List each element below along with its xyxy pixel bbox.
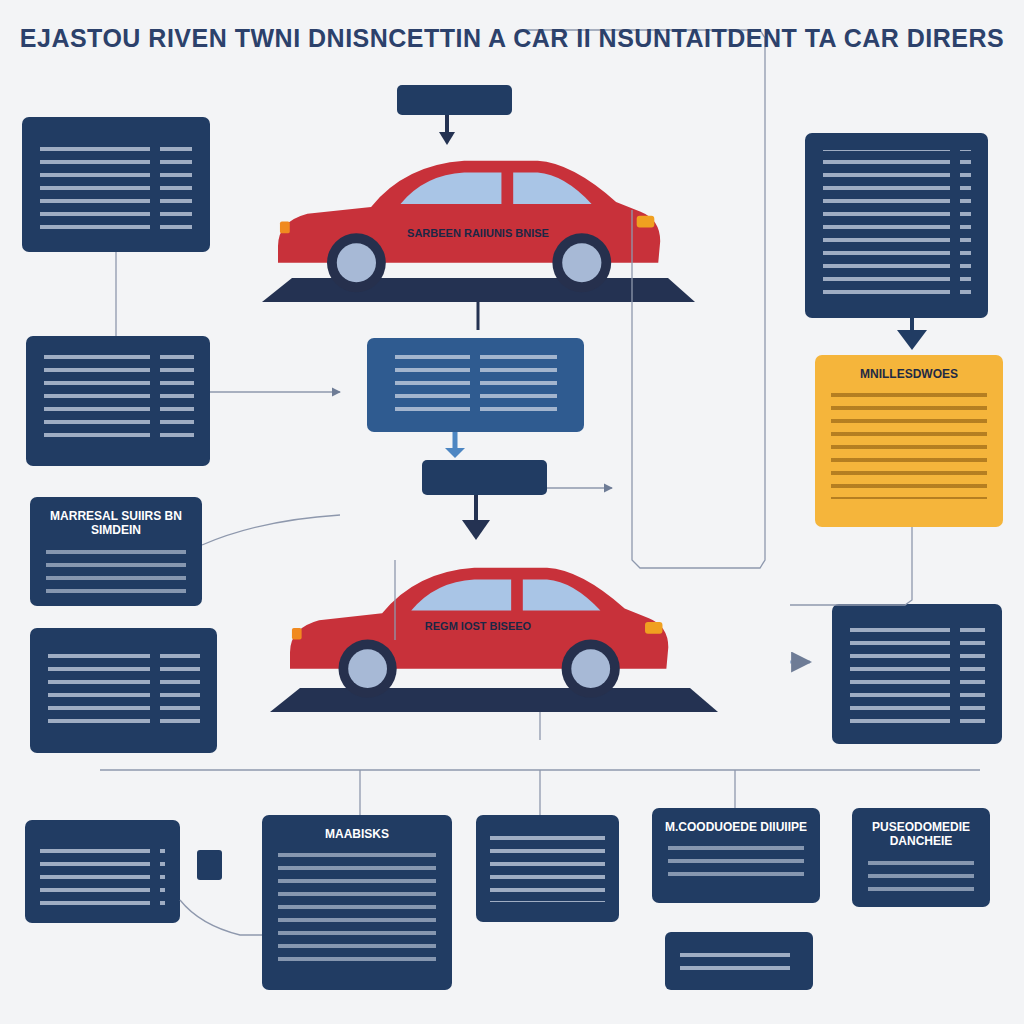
scribble-text [46,546,186,596]
scribble-text [40,145,985,975]
plain-box [22,85,1002,990]
car-label: SARBEEN RAIIUNIS BNISE [407,227,549,239]
info-box: MAABISKS [262,815,452,990]
title: EJASTOU RIVEN TWNI DNISNCETTIN A CAR II … [10,24,1014,53]
box-heading: MAABISKS [272,827,442,841]
car-label: REGM IOST BISEEO [425,620,531,632]
box-heading: MARRESAL SUIIRS BN SIMDEIN [40,509,192,538]
box-heading: M.COODUOEDE DIIUIIPE [662,820,810,834]
info-box: MARRESAL SUIIRS BN SIMDEIN [30,497,202,606]
box-heading: MNILLESDWOES [825,367,993,381]
scribble-text [831,389,987,499]
red-car [278,161,660,292]
box-heading: PUSEODOMEDIE DANCHEIE [862,820,980,849]
info-box: M.COODUOEDE DIIUIIPE [652,808,820,903]
scribble-text [278,849,436,969]
info-box: PUSEODOMEDIE DANCHEIE [852,808,990,907]
scribble-text [668,842,804,882]
car-platform [262,278,718,712]
highlight-box: MNILLESDWOES [815,355,1003,527]
scribble-text [868,857,974,897]
red-car [290,568,668,698]
